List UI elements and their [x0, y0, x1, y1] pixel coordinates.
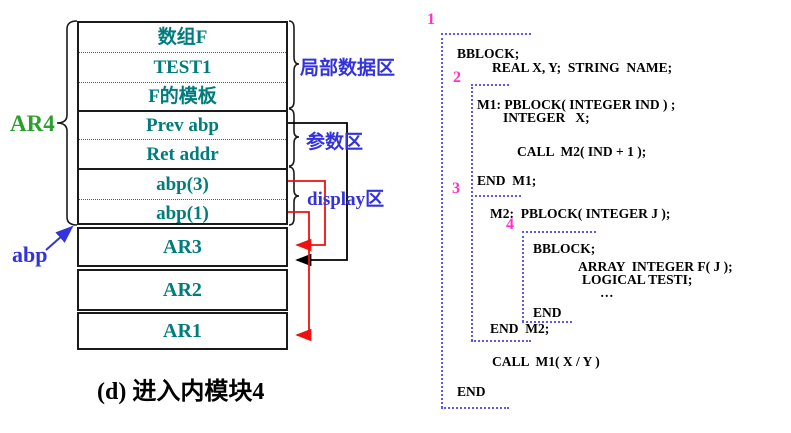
- code-line: LOGICAL TESTI;: [582, 272, 693, 287]
- stack-row-label: TEST1: [153, 57, 212, 78]
- stack-row-label: Prev abp: [145, 115, 219, 136]
- code-line: END: [533, 305, 562, 320]
- code-line: M1: PBLOCK( INTEGER IND ) ;: [477, 97, 676, 112]
- scope4-top-line: [522, 231, 596, 233]
- code-line: ARRAY INTEGER F( J );: [578, 259, 733, 274]
- region-label-local-data: 局部数据区: [300, 58, 396, 79]
- stack-row-abp1: abp(1): [79, 199, 286, 227]
- stack-row-label: abp(3): [156, 174, 209, 195]
- ar4-label: AR4: [10, 111, 55, 136]
- stack-row-f-template: F的模板: [79, 82, 286, 110]
- stack-row-label: Ret addr: [146, 143, 219, 165]
- code-line: REAL X, Y; STRING NAME;: [492, 60, 673, 75]
- code-line: END M2;: [490, 321, 550, 336]
- code-line: BBLOCK;: [457, 46, 520, 61]
- scope4-left-line: [522, 231, 524, 322]
- scope3-top-line: [471, 195, 521, 197]
- connector-abp1-arrow: [288, 211, 312, 342]
- ar1-box: AR1: [77, 312, 288, 350]
- activation-record-stack: 数组F TEST1 F的模板 Prev abp Ret addr abp(3) …: [77, 21, 288, 225]
- scope2-left-line: [471, 84, 473, 341]
- scope-number-4: 4: [506, 216, 514, 233]
- ar3-label: AR3: [163, 235, 202, 258]
- stack-row-test1: TEST1: [79, 52, 286, 82]
- stack-row-label: 数组F: [157, 27, 208, 48]
- brace-ar4: [56, 20, 78, 226]
- scope-number-3: 3: [452, 180, 460, 197]
- code-line: BBLOCK;: [533, 241, 596, 256]
- abp-pointer-arrow: [45, 225, 74, 251]
- brace-local-data: [288, 20, 300, 109]
- code-line: CALL M1( X / Y ): [492, 354, 600, 369]
- code-line: CALL M2( IND + 1 );: [517, 144, 647, 159]
- stack-row-ret-addr: Ret addr: [79, 139, 286, 168]
- ar2-label: AR2: [163, 278, 202, 301]
- code-line: END: [457, 384, 486, 399]
- figure-caption: (d) 进入内模块4: [97, 379, 265, 405]
- abp-pointer-label: abp: [12, 242, 48, 267]
- ar2-box: AR2: [77, 269, 288, 311]
- scope-number-1: 1: [427, 11, 435, 28]
- scope2-top-line: [471, 84, 509, 86]
- ar3-box: AR3: [77, 227, 288, 267]
- scope1-top-line: [441, 33, 531, 35]
- region-label-display: display区: [307, 189, 385, 210]
- region-label-params: 参数区: [306, 132, 364, 153]
- code-line: END M1;: [477, 173, 537, 188]
- stack-row-label: F的模板: [148, 86, 217, 107]
- scope1-left-line: [441, 33, 443, 408]
- code-line: INTEGER X;: [503, 110, 590, 125]
- stack-row-label: abp(1): [156, 203, 209, 224]
- brace-display: [288, 166, 300, 226]
- brace-params: [288, 108, 300, 167]
- code-line: M2: PBLOCK( INTEGER J );: [490, 206, 671, 221]
- stack-row-array-f: 数组F: [79, 23, 286, 52]
- scope3-bottom-line: [471, 340, 531, 342]
- stack-row-abp3: abp(3): [79, 168, 286, 199]
- ar1-label: AR1: [163, 319, 202, 342]
- scope-number-2: 2: [453, 69, 461, 86]
- scope4-bottom-line: [522, 321, 572, 323]
- stack-row-prev-abp: Prev abp: [79, 110, 286, 139]
- code-line: …: [600, 285, 614, 300]
- scope1-bottom-line: [441, 407, 509, 409]
